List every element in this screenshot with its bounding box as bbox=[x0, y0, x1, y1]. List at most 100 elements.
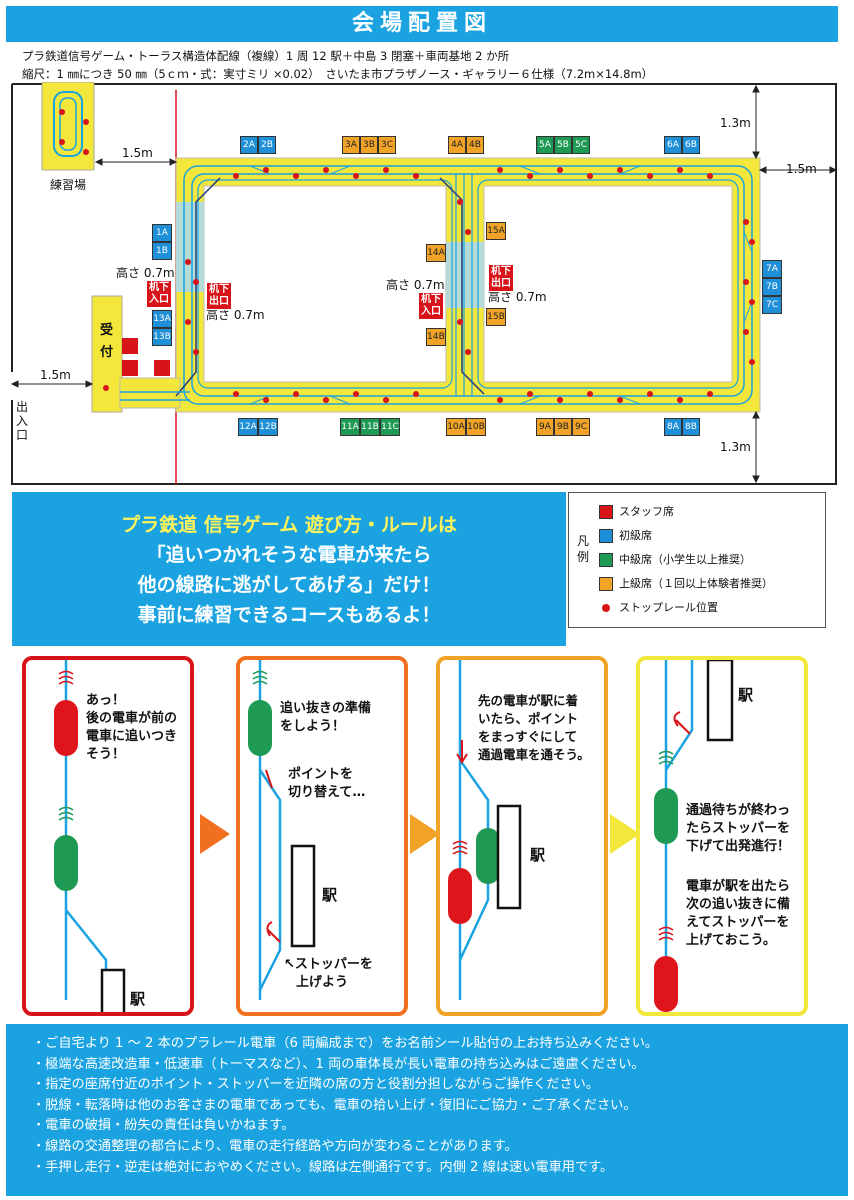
step-2-text-3: ↖ストッパーを上げよう bbox=[284, 957, 373, 990]
seat-10A: 10A bbox=[446, 418, 466, 436]
height-label: 高さ 0.7m bbox=[206, 308, 265, 322]
under-desk-entrance-label: 机下 入口 bbox=[146, 280, 172, 308]
seat-6A: 6A bbox=[664, 136, 682, 154]
rules-line-2: 「追いつかれそうな電車が来たら bbox=[146, 544, 432, 566]
step-1-diagram bbox=[54, 660, 126, 1012]
step-4-diagram bbox=[654, 660, 734, 1012]
under-desk-entrance-label: 机下 入口 bbox=[418, 292, 444, 320]
seat-2B: 2B bbox=[258, 136, 276, 154]
step-panel-1: あっ！後の電車が前の電車に追いつきそう！ 駅 bbox=[22, 656, 194, 1016]
dim-1-5m-top: 1.5m bbox=[122, 146, 153, 160]
seat-2A: 2A bbox=[240, 136, 258, 154]
step-3-text: 先の電車が駅に着いたら、ポイントをまっすぐにして通過電車を通そう。 bbox=[478, 693, 590, 762]
seat-15B: 15B bbox=[486, 308, 506, 326]
seat-8B: 8B bbox=[682, 418, 700, 436]
seat-1A: 1A bbox=[152, 224, 172, 242]
practice-yard-label: 練習場 bbox=[50, 178, 87, 192]
legend: 凡例 スタッフ席 初級席 中級席（小学生以上推奨） 上級席（１回以上体験者推奨）… bbox=[568, 492, 826, 628]
seat-5C: 5C bbox=[572, 136, 590, 154]
legend-item-beginner: 初級席 bbox=[599, 527, 652, 543]
reception-desk bbox=[91, 295, 123, 413]
seat-7C: 7C bbox=[762, 296, 782, 314]
seat-1B: 1B bbox=[152, 242, 172, 260]
seat-9A: 9A bbox=[536, 418, 554, 436]
rules-line-3: 他の線路に逃がしてあげる」だけ！ bbox=[137, 574, 441, 596]
seat-3A: 3A bbox=[342, 136, 360, 154]
floor-plan-svg bbox=[10, 82, 838, 485]
step-panel-2: 追い抜きの準備をしよう！ ポイントを切り替えて… ↖ストッパーを上げよう 駅 bbox=[236, 656, 408, 1016]
step-arrow-1 bbox=[200, 814, 230, 854]
height-label: 高さ 0.7m bbox=[488, 290, 547, 304]
seat-6B: 6B bbox=[682, 136, 700, 154]
note-item: ・指定の座席付近のポイント・ストッパーを近隣の席の方と役割分担しながらご操作くだ… bbox=[32, 1077, 600, 1093]
reception-label: 受付 bbox=[100, 323, 114, 360]
seat-11C: 11C bbox=[380, 418, 400, 436]
step-1-station-label: 駅 bbox=[130, 990, 146, 1008]
staff-seat bbox=[154, 360, 170, 376]
dim-1-3m-bottom: 1.3m bbox=[720, 440, 751, 454]
seat-9C: 9C bbox=[572, 418, 590, 436]
legend-item-intermediate: 中級席（小学生以上推奨） bbox=[599, 551, 751, 567]
scale-description: 縮尺：1 ㎜につき 50 ㎜（5ｃｍ・式：実寸ミリ ×0.02） さいたま市プラ… bbox=[22, 67, 654, 81]
seat-3C: 3C bbox=[378, 136, 396, 154]
layout-description: プラ鉄道信号ゲーム・トーラス構造体配線（複線）1 周 12 駅＋中島 3 閉塞＋… bbox=[22, 49, 510, 63]
dim-1-5m-left: 1.5m bbox=[40, 368, 71, 382]
rules-line-4: 事前に練習できるコースもあるよ！ bbox=[137, 604, 441, 626]
step-4-station-label: 駅 bbox=[738, 686, 754, 704]
stop-rail-dots bbox=[59, 109, 755, 403]
room-wall bbox=[11, 83, 837, 485]
floor-plan: 練習場 受付 出入口 1.5m 1.3m 1.5m 1.5m 1.3m 高さ 0… bbox=[0, 82, 854, 492]
seat-9B: 9B bbox=[554, 418, 572, 436]
staff-seat bbox=[122, 360, 138, 376]
step-arrow-2 bbox=[410, 814, 440, 854]
note-item: ・手押し走行・逆走は絶対におやめください。線路は左側通行です。内側 2 線は速い… bbox=[32, 1159, 614, 1175]
note-item: ・極端な高速改造車・低速車（トーマスなど）、1 両の車体長が長い電車の持ち込みは… bbox=[32, 1056, 645, 1072]
step-2-diagram bbox=[248, 660, 316, 1000]
seat-4B: 4B bbox=[466, 136, 484, 154]
legend-item-advanced: 上級席（１回以上体験者推奨） bbox=[599, 575, 773, 591]
note-item: ・電車の破損・紛失の責任は負いかねます。 bbox=[32, 1118, 295, 1134]
legend-item-stop-rail: ストップレール位置 bbox=[599, 599, 718, 615]
rules-line-1: プラ鉄道 信号ゲーム 遊び方・ルールは bbox=[121, 514, 457, 536]
seat-15A: 15A bbox=[486, 222, 506, 240]
seat-3B: 3B bbox=[360, 136, 378, 154]
step-2-text-2: ポイントを切り替えて… bbox=[288, 767, 366, 800]
step-arrow-3 bbox=[610, 814, 640, 854]
note-item: ・線路の交通整理の都合により、電車の走行経路や方向が変わることがあります。 bbox=[32, 1138, 518, 1154]
note-item: ・脱線・転落時は他のお客さまの電車であっても、電車の拾い上げ・復旧にご協力・ご了… bbox=[32, 1097, 637, 1113]
step-panel-4: 駅 通過待ちが終わったらストッパーを下げて出発進行！ 電車が駅を出たら次の追い抜… bbox=[636, 656, 808, 1016]
page-title: 会場配置図 bbox=[6, 6, 838, 42]
entrance-label: 出入口 bbox=[16, 400, 29, 442]
height-label: 高さ 0.7m bbox=[116, 266, 175, 280]
seat-5A: 5A bbox=[536, 136, 554, 154]
legend-title: 凡例 bbox=[577, 534, 590, 564]
seat-11A: 11A bbox=[340, 418, 360, 436]
height-label: 高さ 0.7m bbox=[386, 278, 445, 292]
seat-13A: 13A bbox=[152, 310, 172, 328]
step-2-station-label: 駅 bbox=[322, 886, 338, 904]
under-desk-exit-label: 机下 出口 bbox=[206, 282, 232, 310]
rules-box: プラ鉄道 信号ゲーム 遊び方・ルールは 「追いつかれそうな電車が来たら 他の線路… bbox=[12, 492, 566, 646]
seat-11B: 11B bbox=[360, 418, 380, 436]
seat-7A: 7A bbox=[762, 260, 782, 278]
seat-4A: 4A bbox=[448, 136, 466, 154]
seat-14B: 14B bbox=[426, 328, 446, 346]
step-1-text: あっ！後の電車が前の電車に追いつきそう！ bbox=[86, 693, 178, 762]
seat-5B: 5B bbox=[554, 136, 572, 154]
under-desk-exit-label: 机下 出口 bbox=[488, 264, 514, 292]
step-3-station-label: 駅 bbox=[530, 846, 546, 864]
step-3-diagram bbox=[448, 660, 522, 1000]
staff-seat bbox=[122, 338, 138, 354]
step-panel-3: 先の電車が駅に着いたら、ポイントをまっすぐにして通過電車を通そう。 駅 bbox=[436, 656, 608, 1016]
seat-12A: 12A bbox=[238, 418, 258, 436]
seat-13B: 13B bbox=[152, 328, 172, 346]
seat-14A: 14A bbox=[426, 244, 446, 262]
notes-box: ・ご自宅より 1 ～ 2 本のプラレール電車（6 両編成まで）をお名前シール貼付… bbox=[6, 1024, 848, 1196]
seat-10B: 10B bbox=[466, 418, 486, 436]
seat-8A: 8A bbox=[664, 418, 682, 436]
step-2-text-1: 追い抜きの準備をしよう！ bbox=[280, 701, 372, 734]
step-4-text-2: 電車が駅を出たら次の追い抜きに備えてストッパーを上げておこう。 bbox=[686, 879, 791, 948]
dim-1-5m-right: 1.5m bbox=[786, 162, 817, 176]
seat-12B: 12B bbox=[258, 418, 278, 436]
legend-item-staff: スタッフ席 bbox=[599, 503, 674, 519]
